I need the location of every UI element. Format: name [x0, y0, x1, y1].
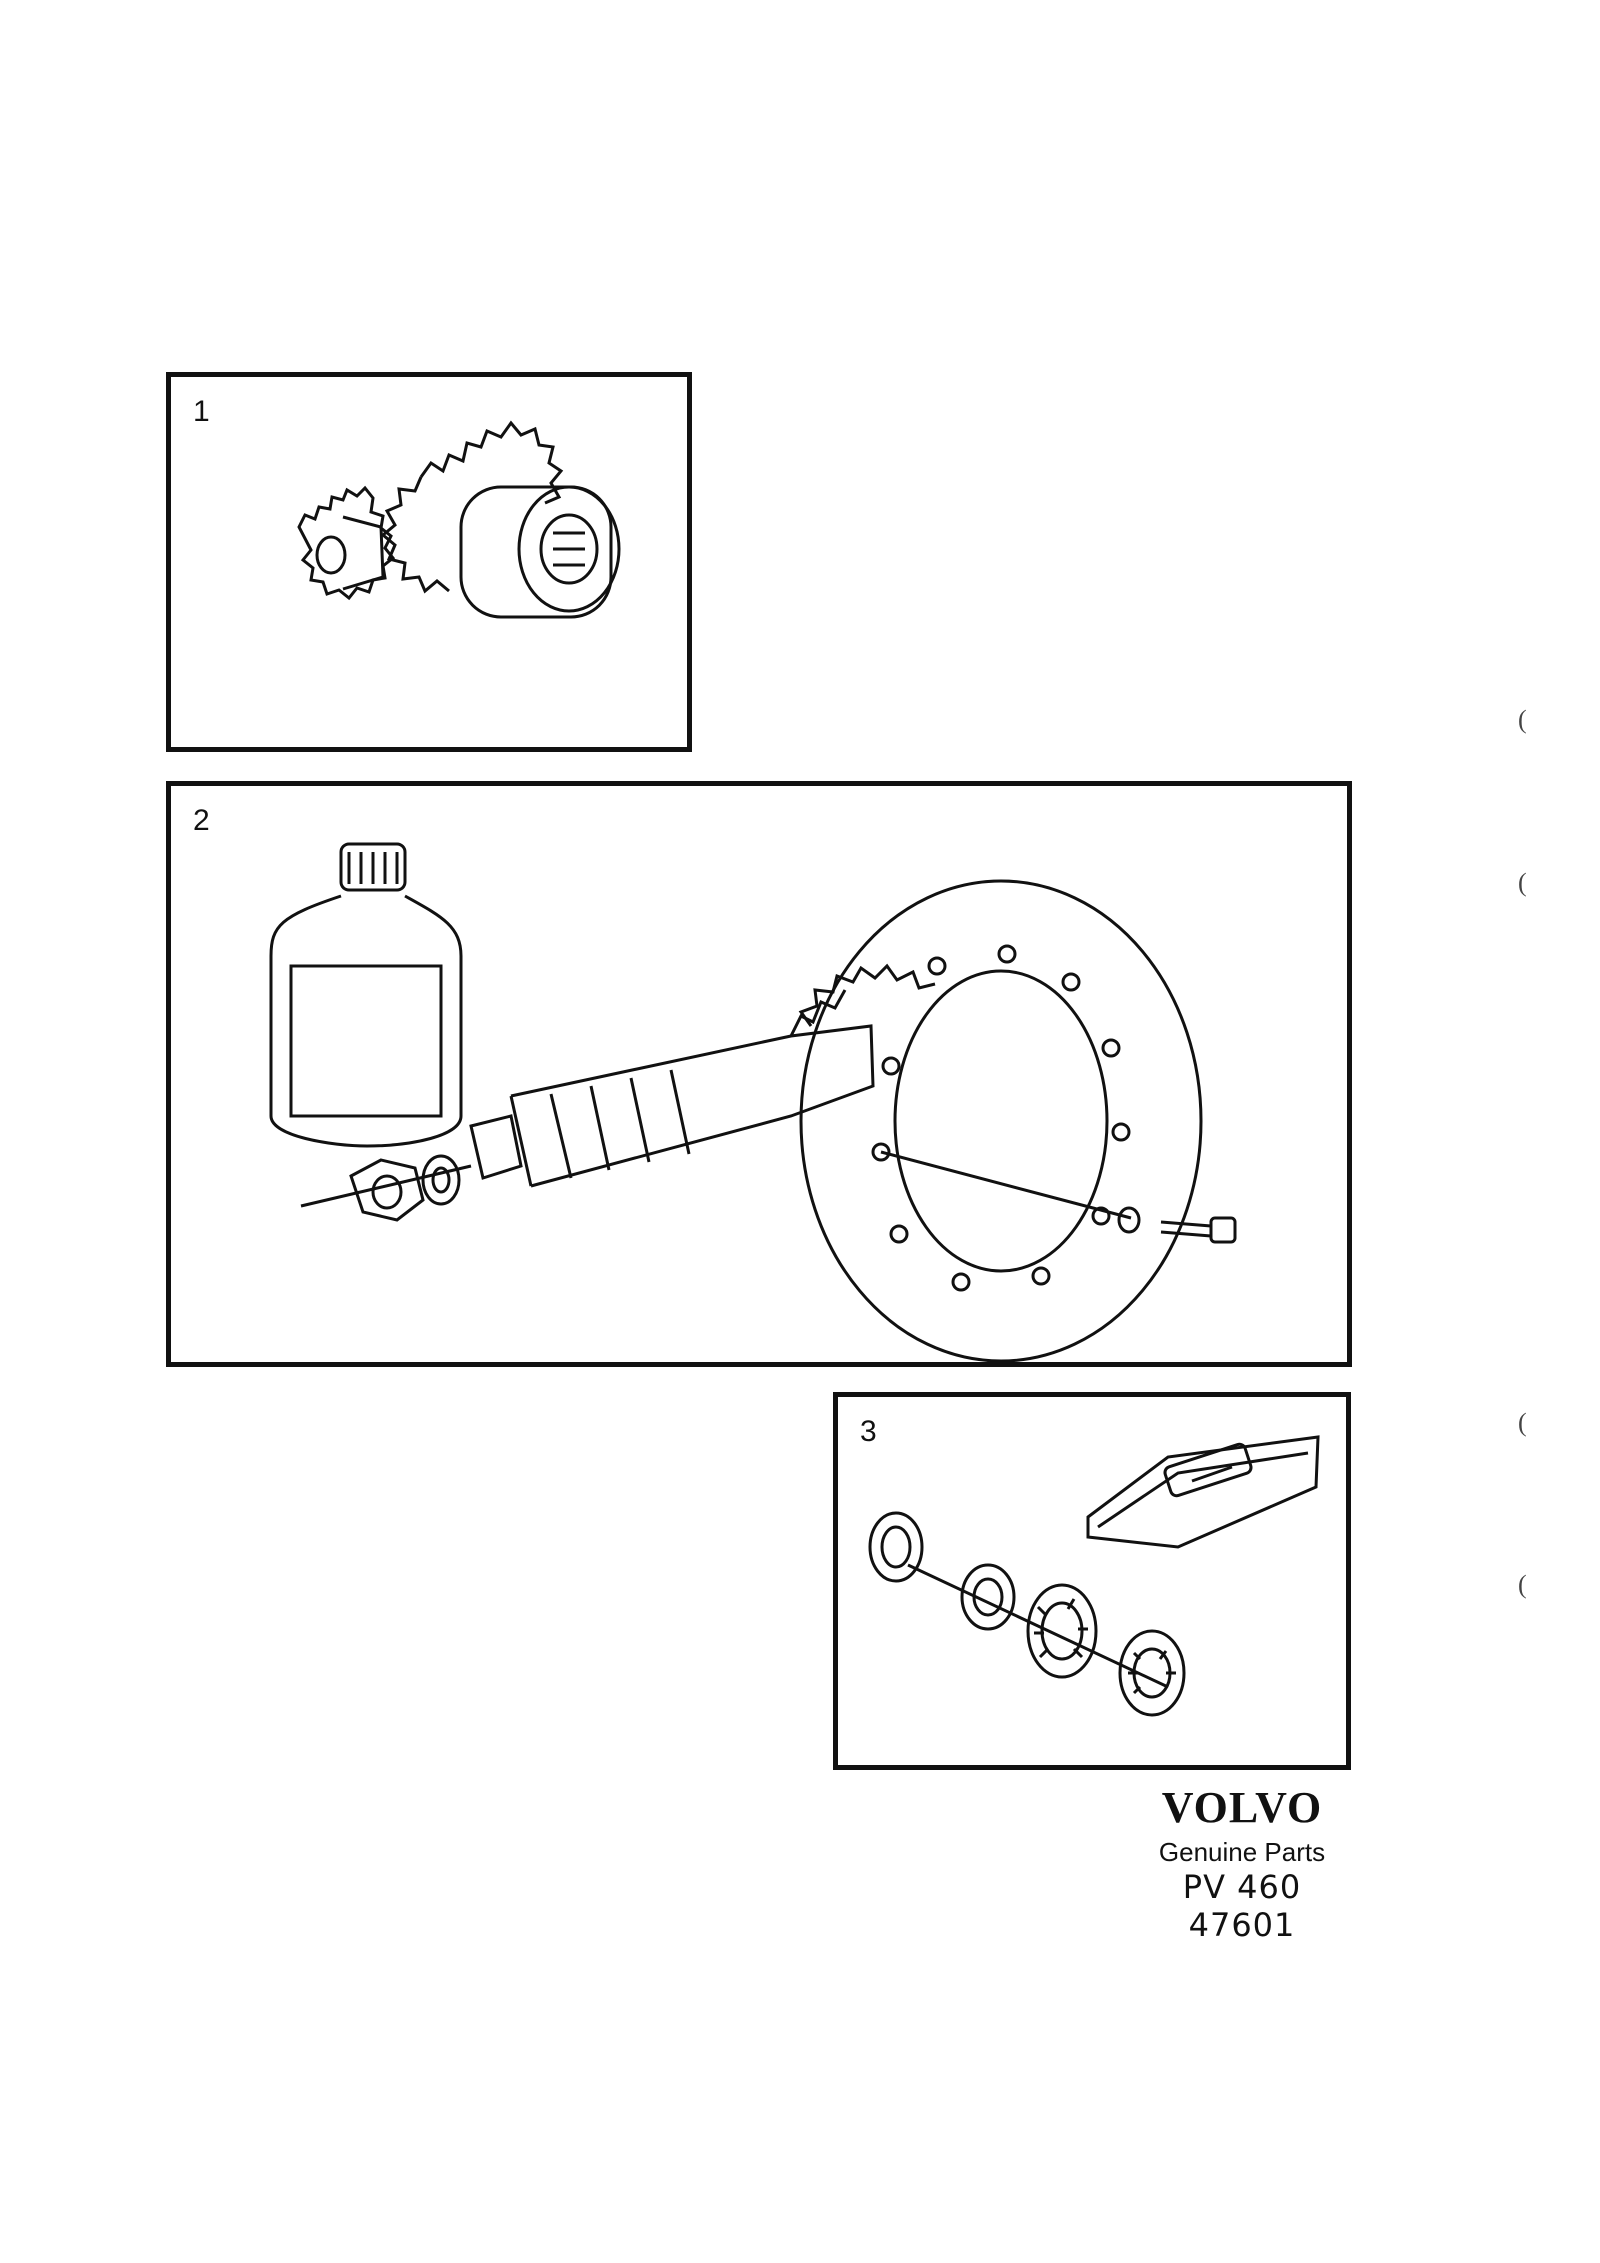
margin-mark: (: [1518, 1570, 1527, 1599]
margin-mark: (: [1518, 1408, 1527, 1437]
pinion-gears-illustration: [297, 420, 621, 619]
roller-bearing: [1026, 1583, 1098, 1679]
part-number: PV 460 47601: [1182, 1868, 1302, 1944]
panel-1: 1: [166, 372, 692, 752]
panel-2: 2: [166, 781, 1352, 1367]
panel-number: 2: [193, 804, 210, 837]
brand-tagline: Genuine Parts: [1158, 1837, 1326, 1867]
oil-seal: [868, 1511, 924, 1583]
panel-number: 1: [193, 395, 210, 428]
large-pinion-gear: [380, 420, 621, 619]
nut: [349, 1158, 425, 1222]
bolt: [880, 1150, 1237, 1244]
brand-block: VOLVO Genuine Parts PV 460 47601: [1132, 1782, 1352, 1944]
panel-3: 3: [833, 1392, 1351, 1770]
bearing-race: [960, 1563, 1016, 1631]
bearing-kit-illustration: [868, 1435, 1320, 1717]
grease-tube: [1086, 1435, 1320, 1549]
panel-number: 3: [860, 1415, 877, 1448]
margin-mark: (: [1518, 868, 1527, 897]
small-pinion-gear: [297, 485, 396, 601]
ring-gear: [798, 879, 1203, 1362]
washer: [421, 1154, 461, 1206]
oil-bottle: [269, 842, 463, 1148]
margin-mark: (: [1518, 705, 1527, 734]
pinion-shaft: [469, 989, 875, 1188]
volvo-logo: VOLVO: [1161, 1783, 1323, 1832]
ring-gear-set-illustration: [269, 842, 1237, 1362]
roller-bearing: [1118, 1629, 1186, 1717]
